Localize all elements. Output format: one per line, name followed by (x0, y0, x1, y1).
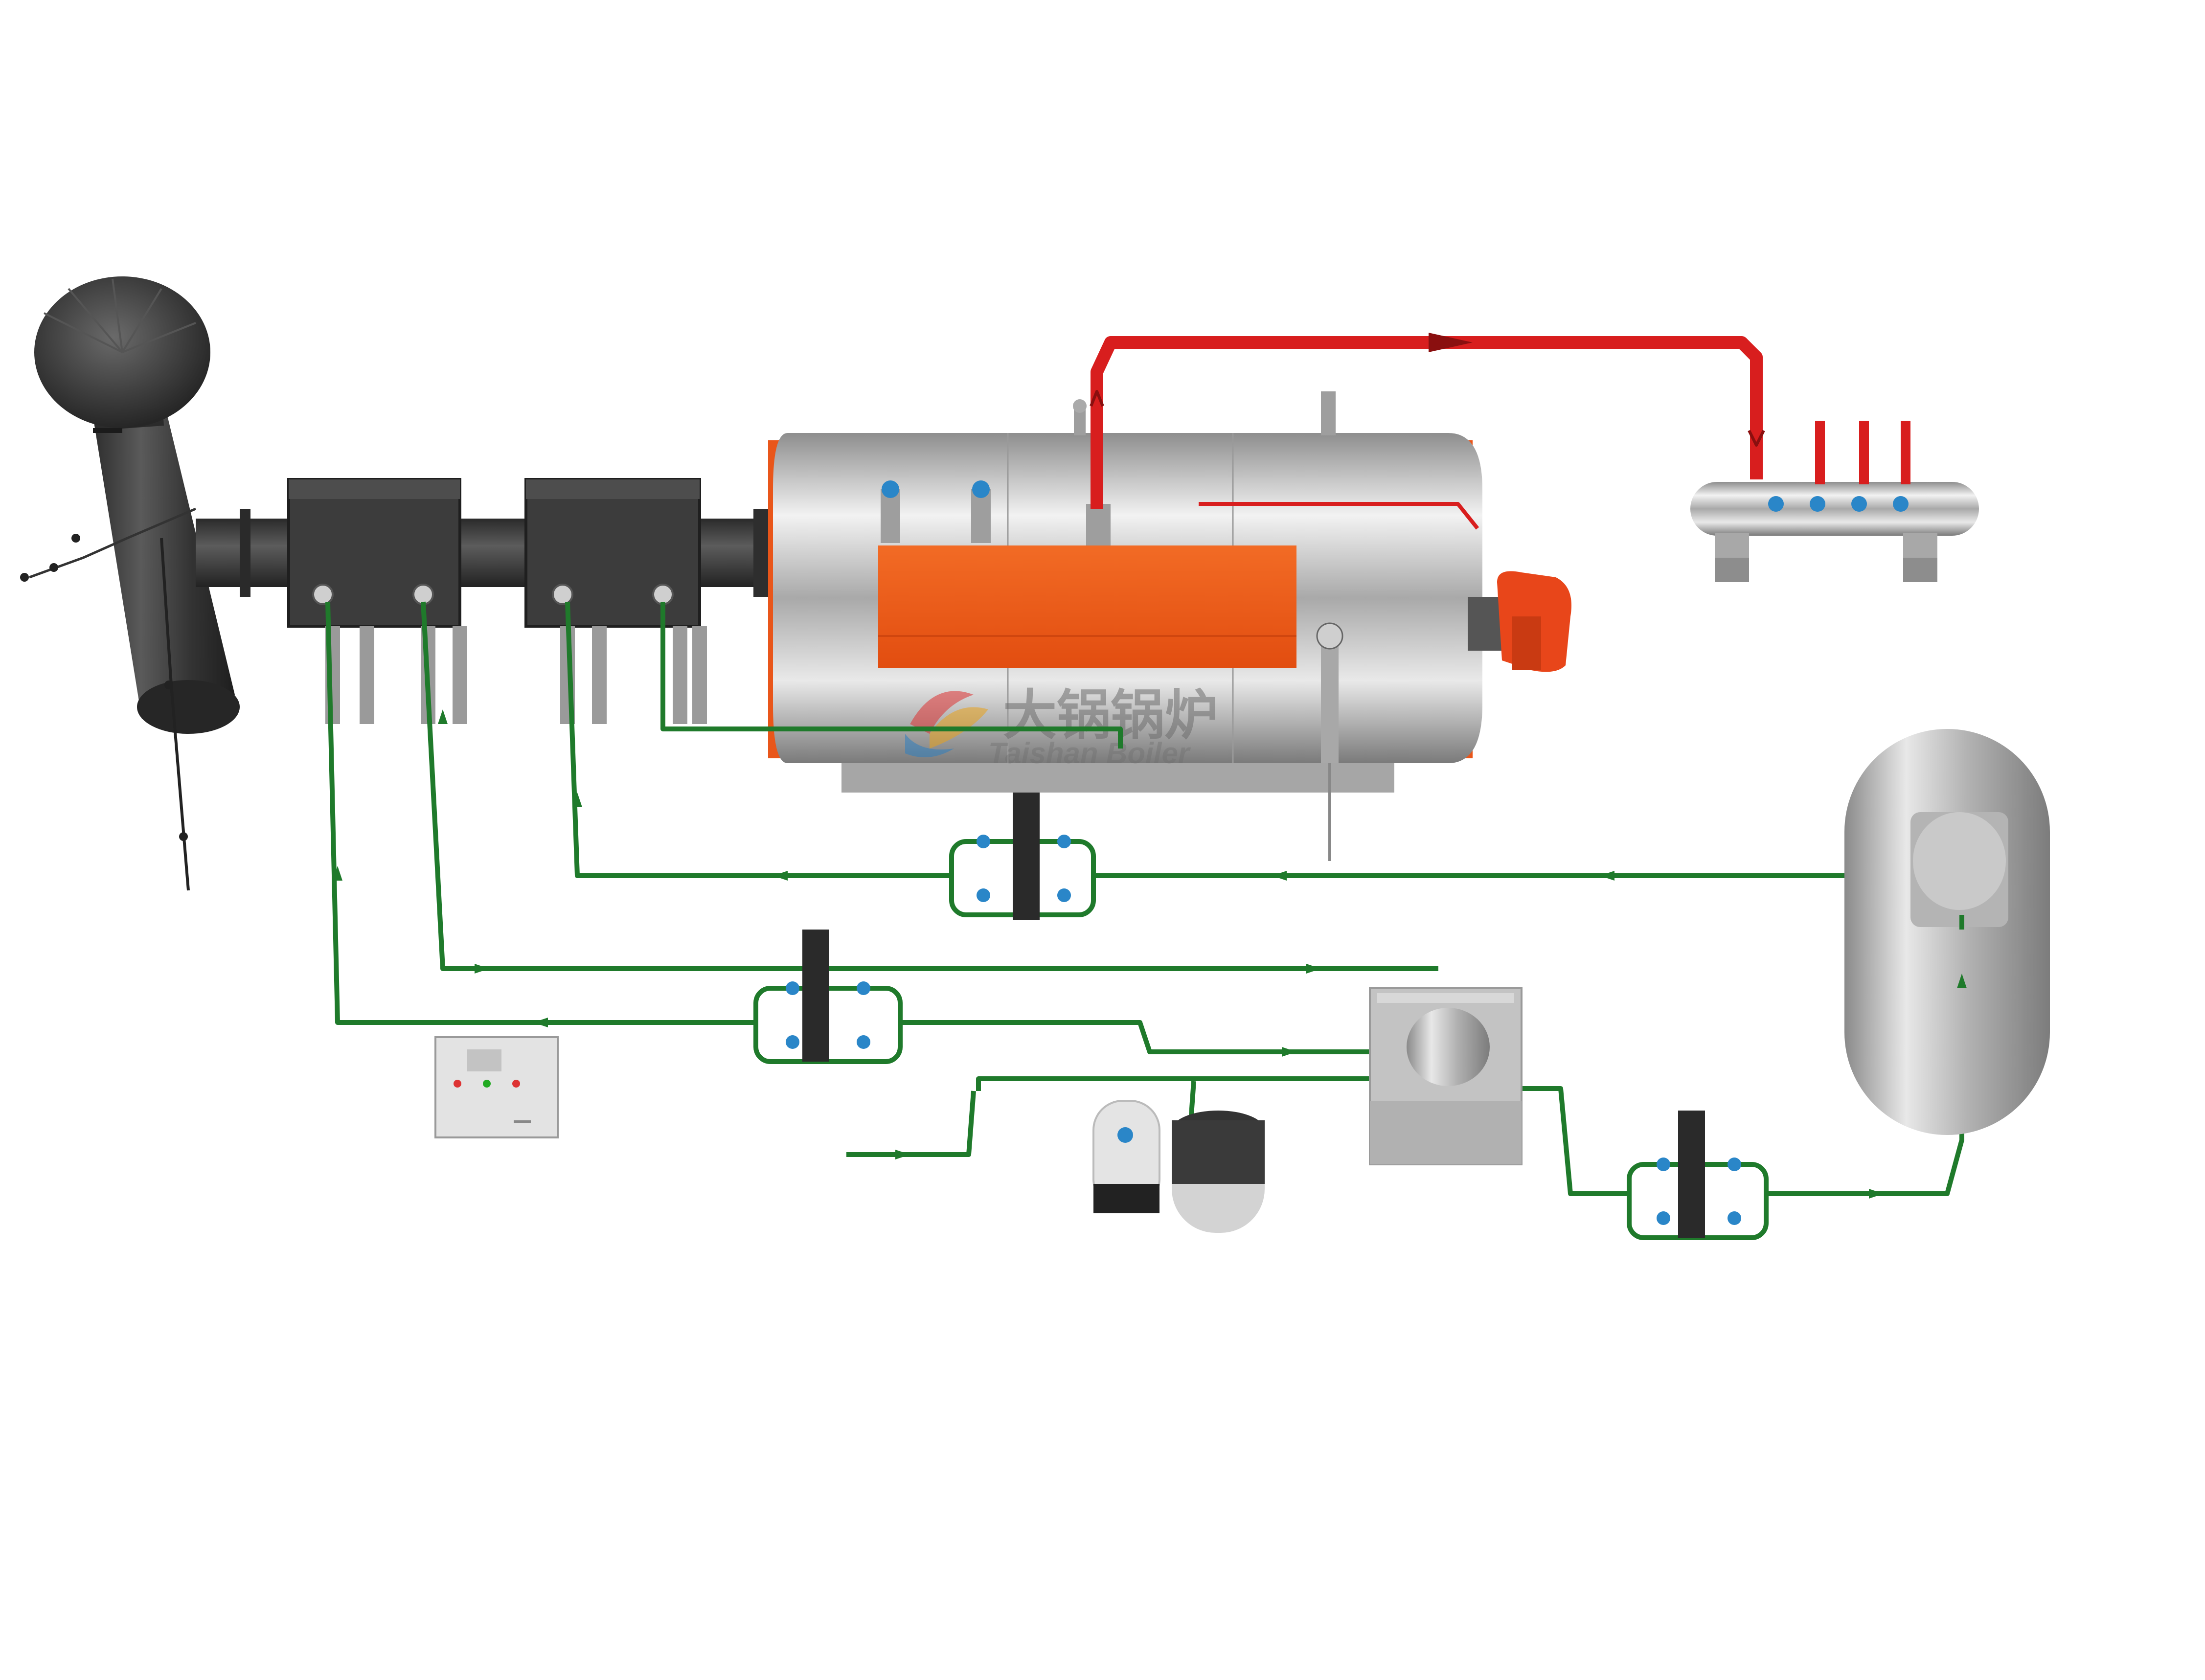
boiler-panel (878, 545, 1296, 668)
softener (1092, 1100, 1160, 1213)
burner (1468, 571, 1571, 672)
economizer-2 (524, 478, 707, 724)
control-cabinet (434, 1036, 559, 1138)
brine-tank (1172, 1111, 1265, 1233)
watermark-cn: 大锅锅炉 (1003, 684, 1218, 747)
steam-pipe (1090, 333, 1765, 530)
support-leg (325, 626, 467, 724)
safety-valve (881, 391, 1336, 545)
feed-pump-group-1 (949, 793, 1096, 920)
steam-header (1690, 421, 1979, 582)
flow-arrows (333, 709, 1967, 1199)
water-tank (1369, 987, 1523, 1165)
water-level-gauge (1316, 622, 1343, 861)
feed-pump-group-3 (1627, 1111, 1769, 1240)
chimney (20, 276, 240, 891)
feed-pump-group-2 (753, 930, 903, 1064)
deaerator-tank (1844, 729, 2050, 1135)
economizer-1 (287, 478, 467, 724)
boiler: 大锅锅炉 Taishan Boiler (768, 391, 1482, 861)
watermark-en: Taishan Boiler (988, 737, 1191, 770)
